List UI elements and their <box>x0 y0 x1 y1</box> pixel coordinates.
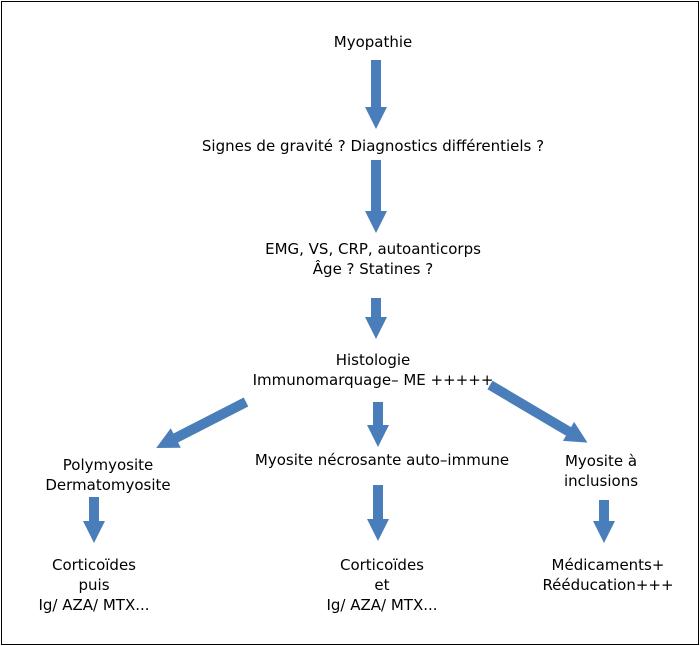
arrow-histologie-to-inclusions <box>487 380 588 443</box>
node-myosite-necrosante: Myosite nécrosante auto–immune <box>255 450 509 470</box>
node-label: Polymyosite <box>62 456 154 474</box>
node-label: Âge ? Statines ? <box>312 260 434 278</box>
node-label: puis <box>78 576 110 594</box>
node-polymyosite: Polymyosite Dermatomyosite <box>45 455 170 495</box>
node-label: Médicaments+ <box>551 556 665 574</box>
node-myosite-inclusions: Myosite à inclusions <box>564 451 638 491</box>
node-corticoides-et: Corticoïdes et Ig/ AZA/ MTX... <box>326 555 437 615</box>
node-myopathie: Myopathie <box>334 32 413 52</box>
node-emg-bilan: EMG, VS, CRP, autoanticorps Âge ? Statin… <box>265 239 481 279</box>
node-label: et <box>374 576 390 594</box>
node-label: Ig/ AZA/ MTX... <box>38 596 150 614</box>
node-label: Myopathie <box>333 33 413 51</box>
node-medicaments-reeducation: Médicaments+ Rééducation+++ <box>542 555 673 595</box>
node-label: Signes de gravité ? Diagnostics différen… <box>201 137 545 155</box>
node-label: Histologie <box>335 351 411 369</box>
node-label: Corticoïdes <box>339 556 425 574</box>
node-label: Myosite à <box>564 452 638 470</box>
node-label: Ig/ AZA/ MTX... <box>326 596 438 614</box>
node-histologie: Histologie Immunomarquage– ME +++++ <box>253 350 494 390</box>
node-label: inclusions <box>563 472 639 490</box>
node-label: EMG, VS, CRP, autoanticorps <box>265 240 481 258</box>
node-label: Myosite nécrosante auto–immune <box>254 451 510 469</box>
node-signes-gravite: Signes de gravité ? Diagnostics différen… <box>202 136 544 156</box>
node-label: Rééducation+++ <box>542 576 674 594</box>
node-label: Immunomarquage– ME +++++ <box>252 371 494 389</box>
node-label: Dermatomyosite <box>45 476 171 494</box>
node-corticoides-puis: Corticoïdes puis Ig/ AZA/ MTX... <box>38 555 149 615</box>
node-label: Corticoïdes <box>51 556 137 574</box>
arrow-histologie-to-polymyosite <box>156 397 249 449</box>
